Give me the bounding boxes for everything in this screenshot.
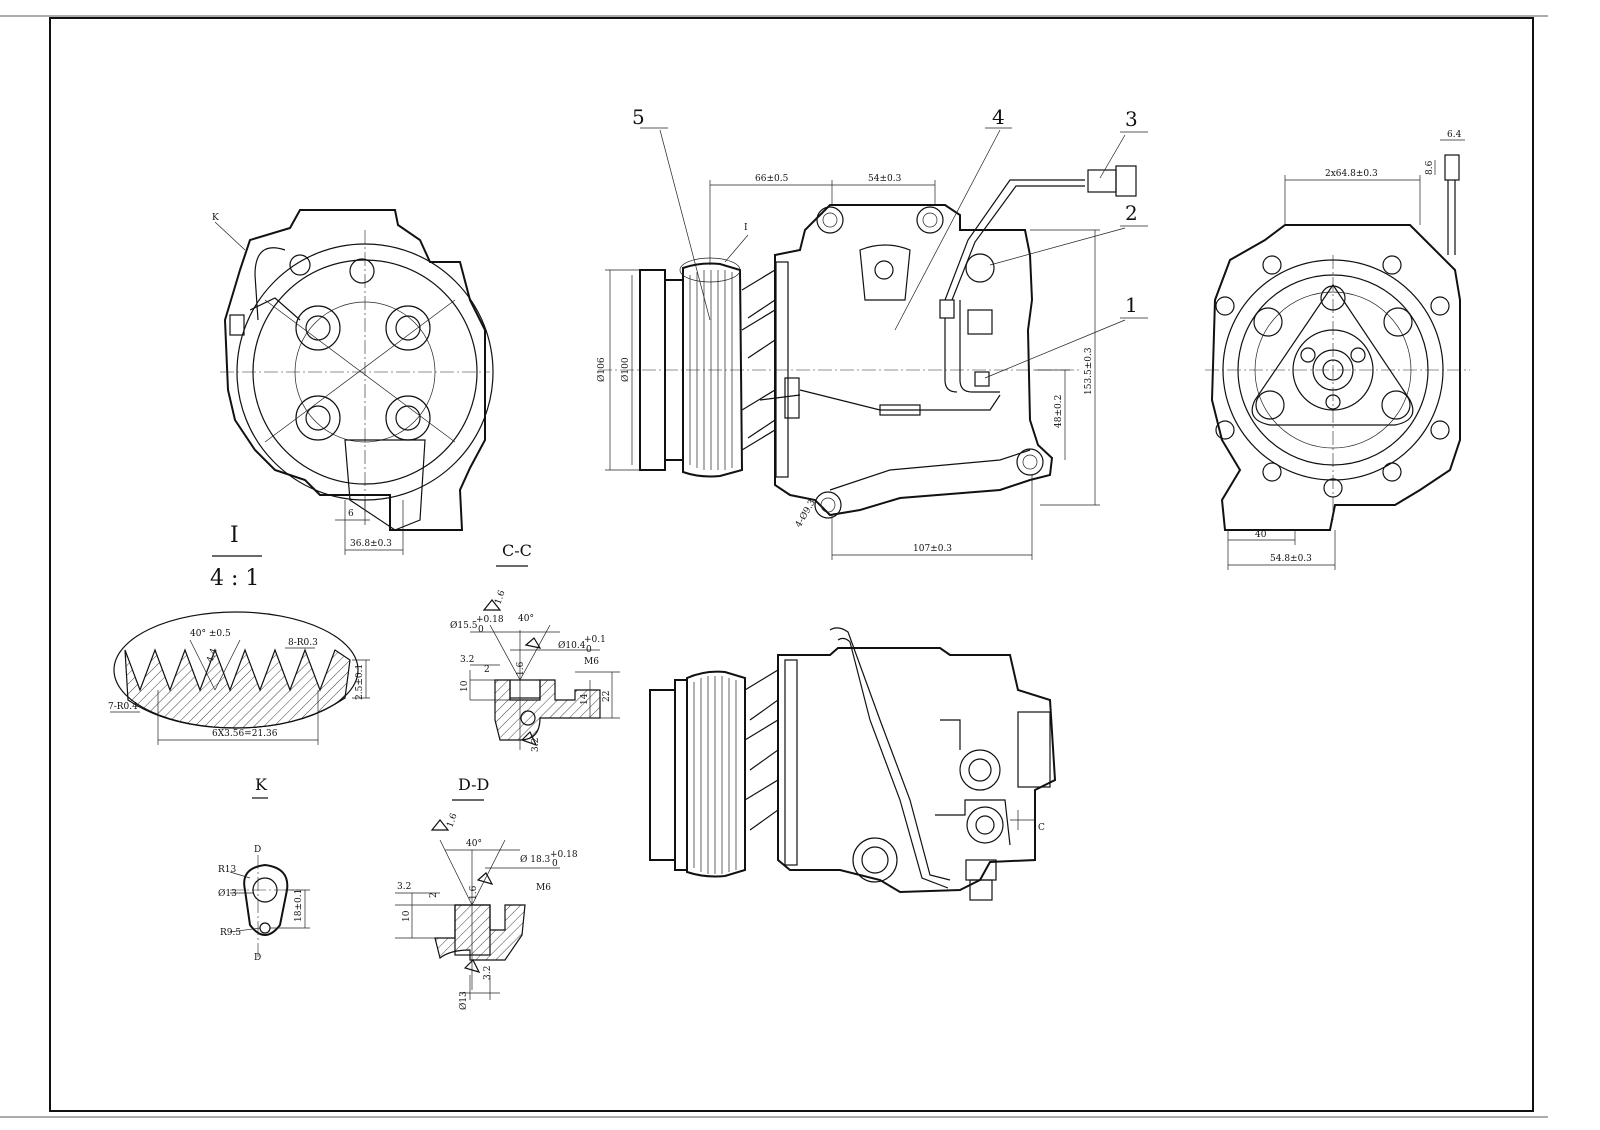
dim-cc-tol1: +0.18 [476, 615, 504, 625]
dim-cc-tol0: 0 [478, 625, 484, 635]
dim-front-detail-ref: I [744, 223, 748, 233]
dim-cc-22: 22 [602, 691, 612, 702]
right-end-view [1205, 139, 1470, 570]
dim-dd-32b: 3.2 [483, 966, 493, 980]
dim-mount-hole: 4-Ø9.3 [793, 497, 818, 529]
callout-1: 1 [1125, 293, 1138, 317]
dim-k-r95: R9.5 [220, 928, 241, 938]
callout-3: 3 [1125, 107, 1138, 131]
dim-groove-depth: 2.5±0.1 [355, 664, 365, 700]
dim-groove-pitch: 6X3.56=21.36 [212, 729, 278, 739]
callout-4: 4 [992, 105, 1005, 129]
dim-groove-r-bottom: 7-R0.4 [108, 702, 138, 712]
dim-right-conn-h: 8.6 [1425, 160, 1435, 175]
dim-right-small: 40 [1255, 530, 1267, 540]
perimeter-bolts [1215, 255, 1450, 498]
dim-k-d13: Ø13 [218, 888, 237, 899]
dim-pulley-d2: Ø100 [620, 357, 631, 382]
dim-left-view-label: K [212, 213, 219, 223]
front-view [598, 127, 1148, 560]
dim-k-d-bottom: D [254, 953, 261, 963]
dim-k-d-top: D [254, 845, 261, 855]
dim-cc-angle: 40° [518, 614, 534, 624]
dim-dd-2: 2 [429, 892, 439, 898]
dim-cc-14: 14 [580, 693, 590, 705]
title-detail-i: I [230, 523, 239, 548]
dim-cc-16: 1.6 [516, 661, 526, 676]
dim-dd-rough1: 1.6 [445, 812, 459, 829]
title-section-cc: C-C [502, 541, 532, 560]
dim-right-conn-w: 6.4 [1447, 130, 1462, 140]
dim-cc-10: 10 [460, 680, 470, 692]
dim-groove-small: 4.4 [205, 647, 219, 664]
dim-dd-10: 10 [402, 910, 412, 922]
dim-groove-r-top: 8-R0.3 [288, 638, 318, 648]
dim-groove-angle: 40° ±0.5 [190, 629, 231, 639]
dim-dd-d13: Ø13 [458, 991, 469, 1010]
view-k [229, 855, 310, 960]
dim-dd-r32: 3.2 [397, 882, 411, 892]
left-end-view [214, 209, 494, 555]
dim-cc-tol2: +0.1 [584, 635, 606, 645]
dim-left-small: 6 [348, 509, 354, 519]
dim-front-top-b: 54±0.3 [868, 174, 902, 184]
section-dd [395, 819, 560, 1000]
dim-dd-tol1: +0.18 [550, 850, 578, 860]
callout-5: 5 [632, 105, 645, 129]
dim-pulley-d1: Ø106 [596, 357, 607, 382]
section-cc [469, 599, 620, 750]
dim-dd-m6: M6 [536, 883, 551, 893]
drawing-frame [0, 15, 1548, 1118]
dim-dd-16: 1.6 [469, 885, 479, 900]
dim-dd-tol0: 0 [552, 859, 558, 869]
dim-dd-d183: Ø 18.3 [520, 854, 551, 865]
dim-front-top-a: 66±0.5 [755, 174, 789, 184]
dim-cc-r32: 3.2 [460, 655, 474, 665]
dim-bottom-c: C [1038, 823, 1045, 833]
dim-cc-rough1: 1.6 [493, 589, 507, 606]
detail-i-groove-profile [110, 611, 370, 745]
dim-left-bottom: 36.8±0.3 [350, 539, 392, 549]
dim-cc-d155: Ø15.5 [450, 620, 478, 631]
dim-height-b: 48±0.2 [1054, 395, 1064, 428]
callout-2: 2 [1125, 201, 1138, 225]
dim-cc-m6: M6 [584, 657, 599, 667]
title-scale: 4 : 1 [210, 566, 259, 591]
dim-front-bottom: 107±0.3 [913, 544, 952, 554]
dim-cc-tol3: 0 [586, 645, 592, 655]
dim-height-total: 153.5±0.3 [1084, 347, 1094, 395]
dim-dd-angle: 40° [466, 839, 482, 849]
dim-right-top: 2x64.8±0.3 [1325, 169, 1378, 179]
dim-k-18: 18±0.1 [294, 889, 304, 922]
dim-right-bottom: 54.8±0.3 [1270, 554, 1312, 564]
title-view-k: K [255, 775, 268, 794]
dim-cc-d: Ø10.4 [558, 640, 586, 651]
dim-k-r13: R13 [218, 865, 237, 875]
bottom-view [649, 627, 1057, 901]
title-section-dd: D-D [458, 775, 489, 794]
dim-cc-32b: 3.2 [531, 738, 541, 752]
dim-cc-2: 2 [484, 665, 490, 675]
